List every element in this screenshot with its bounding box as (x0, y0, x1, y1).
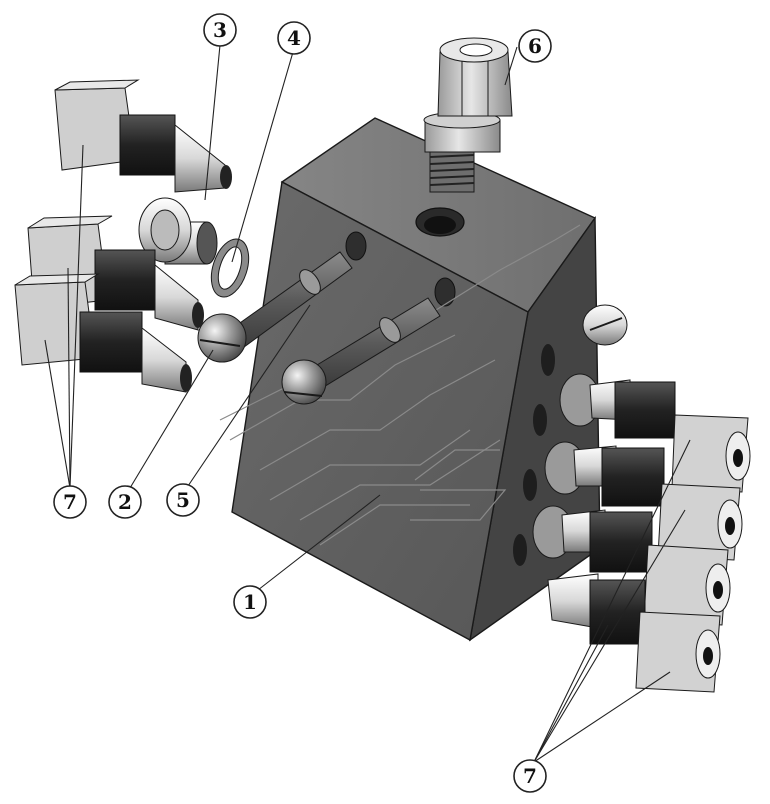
callout-6-label: 6 (528, 34, 542, 58)
callout-3: 3 (203, 13, 237, 47)
callout-7-left: 7 (53, 485, 87, 519)
leader-7a-2 (67, 267, 71, 489)
callout-4-label: 4 (287, 26, 301, 50)
right-fitting-1 (582, 304, 628, 346)
leader-7b-4 (533, 671, 671, 763)
side-port-3 (523, 469, 537, 501)
cap-plug (138, 197, 218, 265)
side-port-2 (533, 404, 547, 436)
top-fitting (423, 37, 513, 193)
callout-6: 6 (518, 29, 552, 63)
callout-7-right: 7 (513, 759, 547, 793)
right-fitting-2 (559, 373, 751, 493)
callout-1: 1 (233, 585, 267, 619)
leader-7b-3 (533, 624, 609, 763)
front-hole-lower (434, 277, 456, 307)
leader-7b-1 (533, 439, 691, 763)
callout-1-label: 1 (243, 590, 257, 614)
callout-5: 5 (166, 483, 200, 517)
top-port-hole-inner (424, 216, 456, 234)
distributor-block (219, 117, 601, 642)
callout-5-label: 5 (176, 488, 190, 512)
plug-rod-lower (281, 297, 441, 405)
side-ports (513, 344, 555, 566)
front-face-linework (219, 224, 581, 546)
callout-7-right-label: 7 (523, 764, 537, 788)
leader-3 (204, 44, 221, 201)
left-fitting-bottom (14, 273, 192, 393)
leader-7a-3 (44, 339, 71, 489)
callout-7-left-label: 7 (63, 490, 77, 514)
callout-4: 4 (277, 21, 311, 55)
leader-4 (231, 51, 294, 263)
callout-3-label: 3 (213, 18, 227, 42)
sealing-ring (210, 238, 250, 298)
callout-2: 2 (108, 485, 142, 519)
side-port-1 (541, 344, 555, 376)
leader-5 (187, 304, 311, 487)
callout-2-label: 2 (118, 490, 132, 514)
leader-1 (257, 494, 381, 591)
left-fitting-top (54, 79, 232, 193)
leader-7b-2 (533, 509, 686, 763)
right-fitting-3 (544, 441, 743, 561)
plug-rod-upper (197, 251, 353, 363)
leader-6 (504, 46, 518, 86)
side-port-4 (513, 534, 527, 566)
leader-lines (44, 44, 691, 763)
right-fitting-5 (547, 573, 721, 693)
front-hole-upper (345, 231, 367, 261)
leader-2 (129, 349, 214, 489)
leader-7a-1 (69, 144, 84, 489)
